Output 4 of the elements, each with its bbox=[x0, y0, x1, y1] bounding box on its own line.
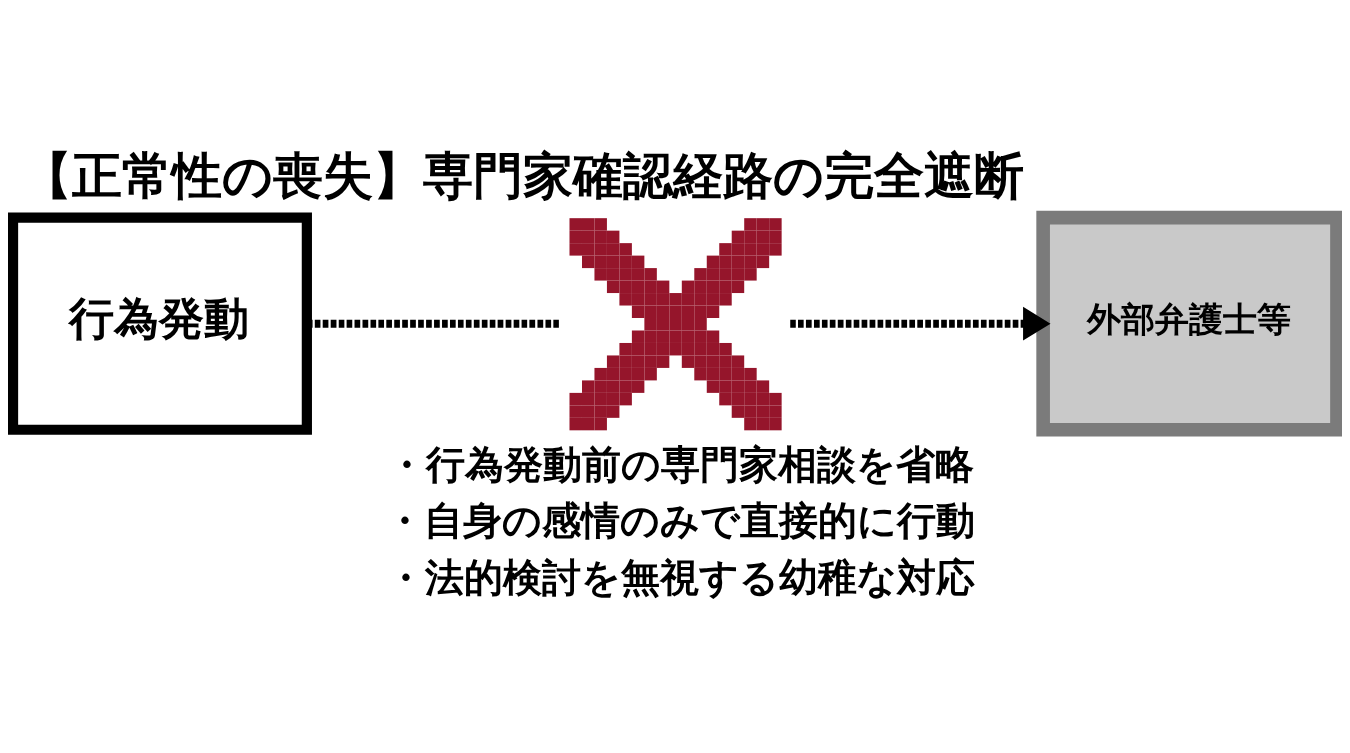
diagram-title: 【正常性の喪失】専門家確認経路の完全遮断 bbox=[22, 146, 1025, 205]
label: ・法的検討を無視する幼稚な対応 bbox=[385, 554, 975, 600]
label: ・自身の感情のみで直接的に行動 bbox=[385, 497, 976, 543]
label: ・行為発動前の専門家相談を省略 bbox=[386, 441, 974, 487]
